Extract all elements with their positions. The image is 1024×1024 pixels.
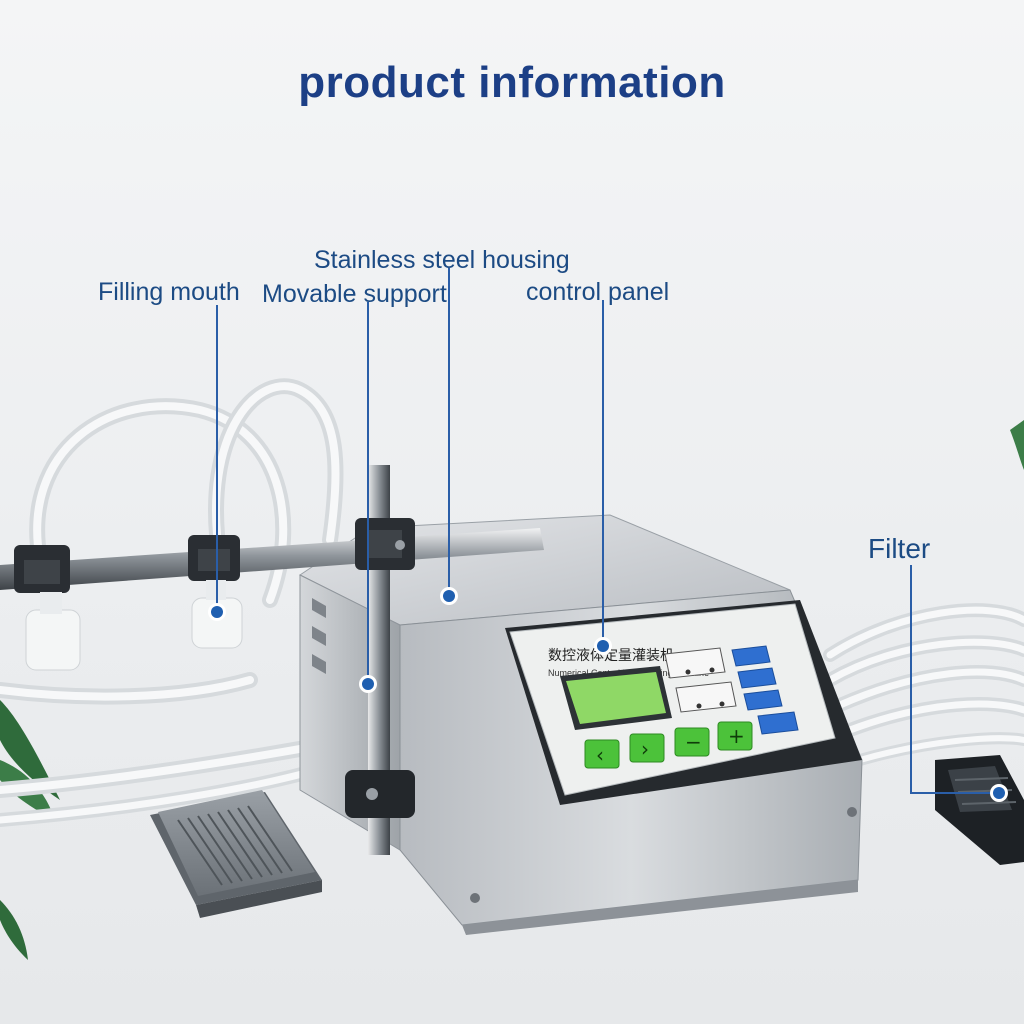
- key-minus-icon: [674, 727, 710, 757]
- callout-markers: [208, 587, 1008, 802]
- callout-lines: [216, 268, 997, 794]
- key-left-arrow-icon: [584, 739, 620, 769]
- svg-text:›: ›: [641, 737, 649, 761]
- blue-key-2: [737, 667, 777, 689]
- plant-leaves: [0, 420, 1024, 960]
- filling-nozzles: [14, 535, 243, 671]
- blue-key-4: [757, 711, 799, 735]
- lcd-display: [566, 672, 666, 724]
- callout-label-filter: Filter: [868, 533, 931, 564]
- callout-line-filter: [910, 565, 997, 794]
- panel-heading-cn: 数控液体定量灌装机: [548, 647, 674, 663]
- key-plus-icon: [717, 721, 753, 751]
- green-keys: ‹ › − +: [584, 721, 753, 769]
- function-keys: [731, 645, 799, 735]
- callout-dot-control-panel: [597, 640, 609, 652]
- filter: [935, 755, 1024, 865]
- callout-label-filling-mouth: Filling mouth: [98, 278, 240, 306]
- callout-dot-filter: [993, 787, 1005, 799]
- callout-dot-filling-mouth: [211, 606, 223, 618]
- callout-label-movable-support: Movable support: [262, 280, 447, 308]
- side-vents: [312, 598, 326, 674]
- svg-text:−: −: [685, 730, 702, 754]
- page-title: product information: [298, 58, 726, 107]
- blue-key-3: [743, 689, 783, 711]
- callout-label-stainless-steel-housing: Stainless steel housing: [314, 246, 570, 274]
- movable-support: [345, 465, 415, 855]
- control-panel: 数控液体定量灌装机 Numerical Control Liquid Filli…: [548, 645, 799, 769]
- key-right-arrow-icon: [629, 733, 665, 763]
- svg-text:+: +: [728, 724, 745, 748]
- svg-text:‹: ‹: [596, 743, 604, 767]
- callout-dot-movable-support: [362, 678, 374, 690]
- blue-key-1: [731, 645, 771, 667]
- foot-pedal: [150, 790, 322, 918]
- callout-label-control-panel: control panel: [526, 278, 670, 306]
- callout-dot-stainless-steel-housing: [443, 590, 455, 602]
